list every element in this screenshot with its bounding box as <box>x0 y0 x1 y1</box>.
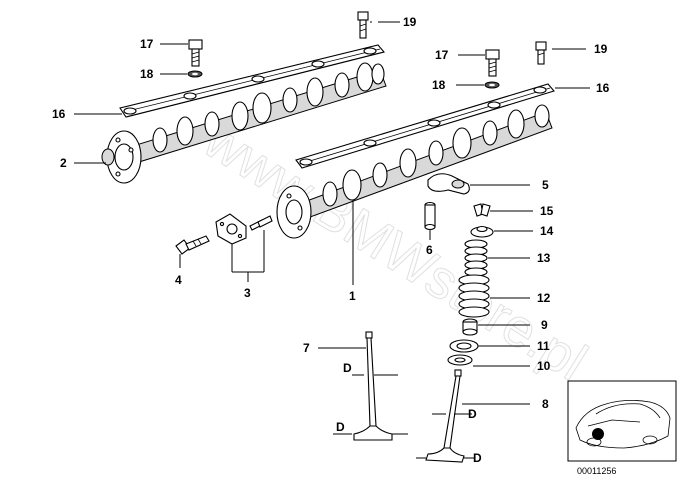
inner-valve-spring <box>464 239 488 277</box>
callout-19-left: 19 <box>403 15 417 29</box>
callout-6: 6 <box>426 243 433 257</box>
bolt-right <box>485 49 500 77</box>
callout-15: 15 <box>540 204 554 218</box>
reference-inset <box>567 380 677 462</box>
stud-bolt-left <box>357 11 369 39</box>
callout-18-right: 18 <box>432 78 446 92</box>
hydraulic-tappet <box>424 201 436 231</box>
sensor-bracket <box>215 213 247 245</box>
camshaft-lower <box>276 104 553 239</box>
callout-10: 10 <box>537 359 551 373</box>
callout-9: 9 <box>541 318 548 332</box>
outer-valve-spring <box>458 274 490 318</box>
callout-14: 14 <box>540 224 554 238</box>
dowel-sleeves <box>249 215 273 231</box>
exhaust-valve <box>425 369 465 463</box>
callout-7: 7 <box>303 341 310 355</box>
lower-washer <box>447 354 473 366</box>
car-outline-icon <box>575 400 671 449</box>
callout-3: 3 <box>244 286 251 300</box>
reference-number: 00011256 <box>577 466 616 476</box>
intake-valve <box>353 331 393 441</box>
callout-18-left: 18 <box>140 67 154 81</box>
callout-16-left: 16 <box>52 107 66 121</box>
dimension-label-4: D <box>473 451 482 465</box>
callout-19-right: 19 <box>594 42 608 56</box>
bolt-left <box>188 39 203 67</box>
callout-5: 5 <box>542 178 549 192</box>
callout-13: 13 <box>537 251 551 265</box>
dimension-label-1: D <box>343 361 352 375</box>
camshaft-hub-flange <box>101 130 142 184</box>
washer-left <box>187 70 203 78</box>
stud-bolt-right <box>535 41 547 65</box>
callout-8: 8 <box>542 397 549 411</box>
washer-right <box>484 81 500 89</box>
bearing-strip-lower <box>295 83 555 169</box>
valve-stem-seal <box>462 318 478 336</box>
spring-retainer <box>470 225 494 238</box>
valve-keepers <box>473 203 491 217</box>
bearing-strip-upper <box>119 44 385 118</box>
callout-4: 4 <box>175 273 182 287</box>
leader-lines <box>74 21 590 405</box>
screw <box>175 235 210 255</box>
spring-seat-washer <box>449 339 479 353</box>
callout-1: 1 <box>349 289 356 303</box>
dimension-label-3: D <box>468 407 477 421</box>
callout-2: 2 <box>60 156 67 170</box>
engine-location-marker <box>592 428 604 440</box>
callout-11: 11 <box>537 339 550 353</box>
callout-17-left: 17 <box>140 37 154 51</box>
callout-17-right: 17 <box>435 48 449 62</box>
callout-16-right: 16 <box>596 81 610 95</box>
callout-12: 12 <box>537 291 551 305</box>
dimension-marks <box>333 374 474 459</box>
dimension-label-2: D <box>336 420 345 434</box>
rocker-arm <box>427 173 470 195</box>
